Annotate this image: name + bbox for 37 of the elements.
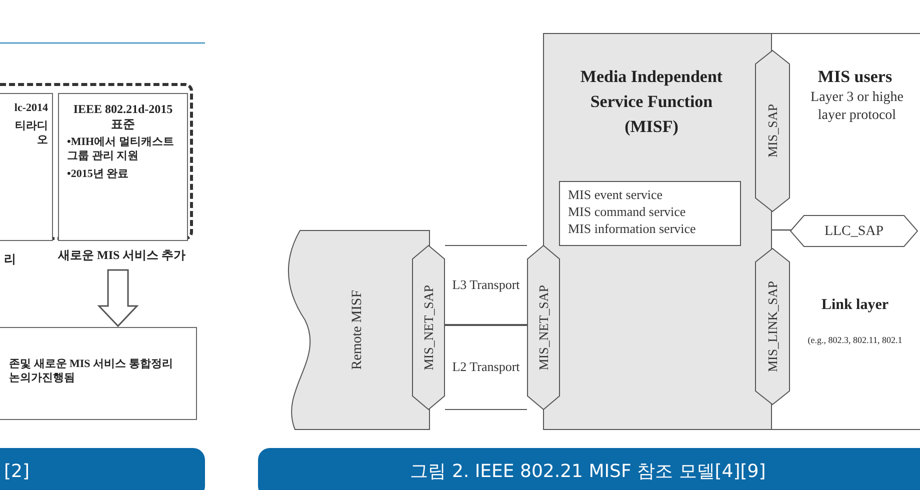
- region-heading: Link layer: [820, 296, 890, 315]
- vertical-label: MIS_SAP: [764, 104, 781, 158]
- connector-line: [772, 229, 791, 231]
- vertical-label: MIS_LINK_SAP: [764, 280, 781, 372]
- layer-region: [790, 33, 920, 430]
- sap-hexagon: [412, 245, 445, 410]
- caption-text: 그림 2. IEEE 802.21 MISF 참조 모델[4][9]: [410, 460, 766, 484]
- region-heading: MIS users: [816, 66, 894, 88]
- box-text: 존및 새로운 MIS 서비스 통합정리 논의가진행됨: [9, 358, 174, 386]
- sap-hexagon: [527, 245, 560, 410]
- vertical-label: Remote MISF: [349, 290, 366, 370]
- box-heading: IEEE 802.21d-2015 표준: [72, 102, 174, 132]
- box-text: •2015년 완료: [67, 168, 130, 182]
- transport-box: [445, 325, 527, 410]
- vertical-label: MIS_NET_SAP: [534, 284, 552, 370]
- box-label: L3 Transport: [451, 276, 521, 294]
- sap-hexagon: [790, 215, 918, 247]
- service-item: MIS command service: [568, 203, 687, 220]
- panel-title: Media Independent Service Function (MISF): [579, 66, 724, 138]
- box-text: lc-2014: [14, 102, 48, 116]
- text-fragment: 리: [4, 252, 16, 267]
- box-text: 티라디오: [14, 120, 48, 148]
- text-box: [0, 327, 197, 420]
- step-label: 새로운 MIS 서비스 추가: [58, 248, 186, 262]
- transport-box: [445, 245, 527, 325]
- vertical-label: MIS_NET_SAP: [420, 284, 437, 370]
- service-list-box: [559, 181, 741, 246]
- region-text: Layer 3 or highe layer protocol: [810, 89, 904, 125]
- hollow-arrow: [97, 269, 139, 328]
- text-box: [58, 93, 188, 241]
- caption-text: [2]: [4, 460, 30, 484]
- service-item: MIS information service: [568, 220, 697, 237]
- hexagon-label: LLC_SAP: [823, 222, 885, 240]
- region-note: (e.g., 802.3, 802.11, 802.1: [806, 334, 904, 347]
- service-item: MIS event service: [568, 186, 664, 203]
- box-label: L2 Transport: [451, 359, 521, 376]
- box-text: •MIH에서 멀티캐스트 그룹 관리 지원: [67, 136, 175, 164]
